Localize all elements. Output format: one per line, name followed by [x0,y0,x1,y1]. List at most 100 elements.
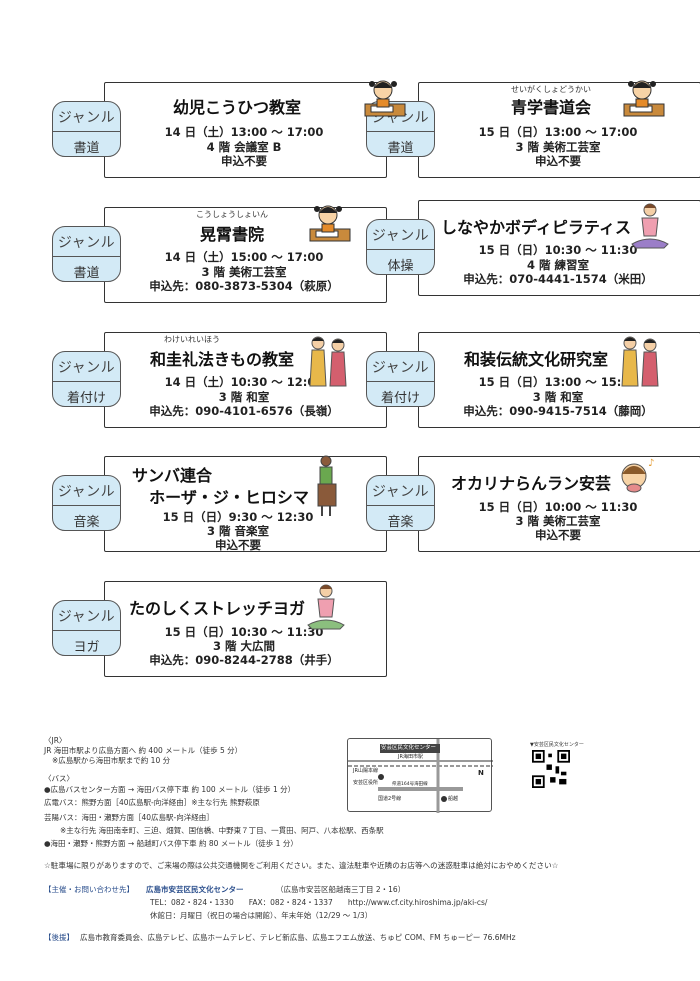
event-card: ジャンル 着付け わけいれいほう 和圭礼法きもの教室 14 日（土）10:30 … [52,332,387,432]
event-apply: 申込先：090-9415-7514（藤岡） [463,404,653,418]
event-date: 15 日（日）10:30 ～ 11:30 [164,625,324,639]
map-center-label: 安芸区民文化センター [381,745,437,751]
event-place: 4 階 練習室 [526,258,589,272]
contact-closed: 休館日：月曜日（祝日の場合は開館）、年末年始（12/29 ～ 1/3） [150,911,373,920]
event-apply: 申込先：070-4441-1574（米田） [463,272,653,286]
map-road-label: 国道2号線 [378,796,402,802]
event-apply: 申込先：090-4101-6576（長嶺） [149,404,339,418]
genre-value: 書道 [73,266,100,281]
bus-route-3: 芸陽バス：海田・瀬野方面［40広島駅-向洋経由］ [44,813,214,822]
genre-badge: ジャンル 着付け [366,351,435,407]
event-box [418,456,700,552]
kimono-women-icon [621,336,659,387]
genre-badge: ジャンル ヨガ [52,600,121,656]
event-title: 和圭礼法きもの教室 [149,350,294,369]
event-title-ruby: わけいれいほう [164,335,220,344]
event-title: しなやかボディピラティス [441,218,631,237]
genre-badge: ジャンル 着付け [52,351,121,407]
event-apply: 申込先：090-8244-2788（井手） [149,653,339,667]
event-date: 15 日（日）13:00 ～ 17:00 [478,125,638,139]
contact-label: 【主催・お問い合わせ先】 [44,885,134,894]
genre-value: ヨガ [73,640,100,655]
bus-heading: 〈バス〉 [44,774,74,783]
genre-badge: ジャンル 音楽 [52,475,121,531]
event-date: 15 日（日）10:00 ～ 11:30 [478,500,638,514]
event-apply: 申込不要 [535,528,581,542]
map-north-label: N [478,769,484,777]
kimono-women-icon [309,336,347,387]
event-title: 晃霄書院 [199,225,264,244]
event-title: 青学書道会 [510,98,591,117]
qr-caption: ▼安芸区民文化センター [530,742,584,748]
event-box [104,207,387,303]
event-title: サンバ連合 [132,466,213,485]
svg-text:♪: ♪ [648,458,654,469]
event-card: ジャンル 書道 せいがくしょどうかい 青学書道会 15 日（日）13:00 ～ … [366,80,700,182]
event-box [104,82,387,178]
map-office-label: 安芸区役所 [353,780,379,786]
sponsor-label: 【後援】 [44,933,74,942]
ocarina-girl-icon: ♪ [621,458,654,493]
yoga-woman-icon [307,584,345,630]
event-place: 3 階 大広間 [212,639,275,653]
map-post-label: 船越 [448,796,459,802]
genre-value: 音楽 [73,515,100,530]
genre-label: ジャンル [57,360,116,376]
genre-label: ジャンル [371,228,430,244]
genre-label: ジャンル [57,110,116,126]
event-title-ruby: こうしょうしょいん [196,210,268,219]
event-title-ruby: せいがくしょどうかい [511,85,591,94]
event-apply: 申込不要 [221,154,267,168]
event-title: オカリナらんラン安芸 [450,474,611,493]
event-date: 14 日（土）10:30 ～ 12:00 [164,375,324,389]
genre-badge: ジャンル 音楽 [366,475,435,531]
parking-notice: ☆駐車場に限りがありますので、ご来場の際は公共交通機関をご利用ください。また、違… [44,861,559,870]
event-card: ジャンル 体操 しなやかボディピラティス 15 日（日）10:30 ～ 11:3… [366,200,700,300]
sponsor-text: 広島市教育委員会、広島テレビ、広島ホームテレビ、テレビ新広島、広島エフエム放送、… [80,933,516,942]
event-date: 15 日（日）9:30 ～ 12:30 [162,510,314,524]
jr-route: JR 海田市駅より広島方面へ 約 400 メートル（徒歩 5 分） [44,746,243,755]
bus-route-1: ●広島バスセンター方面 → 海田バス停下車 約 100 メートル（徒歩 1 分） [44,785,296,794]
map-line-label: JR山陽本線 [353,768,378,774]
event-apply: 申込先：080-3873-5304（萩原） [149,279,339,293]
event-date: 15 日（日）13:00 ～ 15:30 [478,375,638,389]
genre-value: 音楽 [387,515,414,530]
calligraphy-child-icon [309,205,351,242]
contact-address: （広島市安芸区船越南三丁目 2・16） [276,885,406,894]
event-place: 3 階 美術工芸室 [515,514,601,528]
event-card: ジャンル 音楽 サンバ連合 ホーザ・ジ・ヒロシマ 15 日（日）9:30 ～ 1… [52,455,387,556]
event-title: たのしくストレッチヨガ [128,599,305,618]
event-date: 14 日（土）13:00 ～ 17:00 [164,125,324,139]
bus-route-5: ●海田・瀬野・熊野方面 → 船越町バス停下車 約 80 メートル（徒歩 1 分） [44,839,298,848]
genre-label: ジャンル [371,484,430,500]
event-card: ジャンル 着付け 和装伝統文化研究室 15 日（日）13:00 ～ 15:30 … [366,332,700,432]
event-date: 14 日（土）15:00 ～ 17:00 [164,250,324,264]
event-box [104,456,387,552]
genre-label: ジャンル [57,235,116,251]
calligraphy-child-icon [364,80,406,117]
event-apply: 申込不要 [535,154,581,168]
map-road2-label: 県道164号海田線 [392,782,428,787]
drummer-icon [317,455,337,516]
genre-label: ジャンル [57,609,116,625]
genre-label: ジャンル [371,360,430,376]
genre-badge: ジャンル 書道 [52,226,121,282]
event-card: ジャンル 書道 こうしょうしょいん 晃霄書院 14 日（土）15:00 ～ 17… [52,205,387,307]
genre-value: 着付け [380,391,420,406]
contact-tel: TEL：082・824・1330 FAX：082・824・1337 http:/… [150,898,488,907]
event-place: 3 階 美術工芸室 [515,140,601,154]
event-card: ジャンル ヨガ たのしくストレッチヨガ 15 日（日）10:30 ～ 11:30… [52,581,387,681]
calligraphy-child-icon [623,80,665,117]
genre-badge: ジャンル 体操 [366,219,435,275]
event-title-line2: ホーザ・ジ・ヒロシマ [149,488,309,507]
event-date: 15 日（日）10:30 ～ 11:30 [478,243,638,257]
contact-org: 広島市安芸区民文化センター [146,885,244,894]
event-place: 3 階 和室 [218,390,270,404]
bus-route-2: 広電バス：熊野方面［40広島駅-向洋経由］※主な行先 熊野萩原 [44,798,260,807]
qr-code-icon[interactable] [532,750,570,788]
pilates-woman-icon [631,203,669,249]
map-station-label: JR海田市駅 [398,754,423,760]
event-place: 3 階 和室 [532,390,584,404]
genre-value: 体操 [387,259,414,274]
event-place: 3 階 美術工芸室 [201,265,287,279]
